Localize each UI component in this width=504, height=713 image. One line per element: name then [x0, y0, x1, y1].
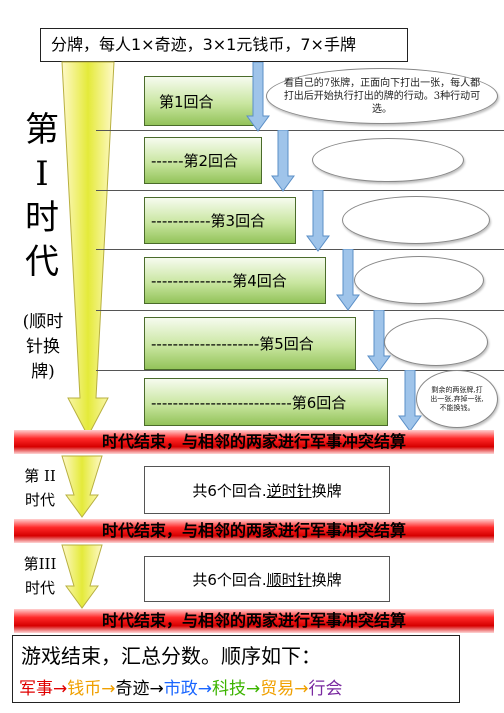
- era1-label: 第 I 时 代: [22, 108, 62, 284]
- era3-label-line: 时代: [24, 579, 55, 597]
- era3-direction: 顺时针: [266, 570, 312, 589]
- setup-box: 分牌，每人1×奇迹，3×1元钱币，7×手牌: [40, 28, 408, 62]
- round-1-box: 第1回合: [144, 76, 260, 126]
- round-6-label: --------------------------第6回合: [151, 393, 347, 412]
- round-2-label: ------第2回合: [151, 152, 239, 170]
- round-3-note-bubble: [342, 196, 490, 244]
- score-category: 贸易: [260, 679, 295, 699]
- era2-info-box: 共6个回合.逆时针换牌: [144, 466, 390, 514]
- era-end-banner-3: 时代结束，与相邻的两家进行军事冲突结算: [14, 609, 494, 633]
- round-divider: [96, 249, 504, 250]
- round-divider: [96, 310, 504, 311]
- era1-timeline-arrow: [61, 61, 115, 438]
- era3-label-line: 第III: [23, 555, 57, 573]
- score-category: 钱币: [67, 679, 102, 699]
- score-category: 奇迹: [115, 679, 150, 699]
- order-arrow-icon: →: [197, 679, 212, 699]
- round-5-label: --------------------第5回合: [151, 335, 314, 353]
- era3-label: 第III 时代: [14, 552, 66, 600]
- era1-direction-line: 牌): [31, 362, 55, 382]
- round-3-arrow: [306, 190, 330, 252]
- round-1-label: 第1回合: [159, 92, 214, 111]
- round-6-note-bubble: 剩余的两张牌,打出一张,弃掉一张,不能换钱。: [416, 370, 498, 428]
- round-1-note-bubble: 看自己的7张牌，正面向下打出一张，每人都打出后开始执行打出的牌的行动。3种行动可…: [266, 68, 498, 124]
- order-arrow-icon: →: [246, 679, 261, 699]
- score-category: 科技: [212, 679, 246, 699]
- game-end-box: 游戏结束，汇总分数。顺序如下： 军事→钱币→奇迹→市政→科技→贸易→行会: [12, 635, 460, 703]
- era1-label-char: 时: [25, 198, 59, 238]
- era1-direction-note: (顺时 针换 牌): [14, 310, 72, 385]
- round-2-note-bubble: [312, 138, 464, 182]
- order-arrow-icon: →: [101, 679, 116, 699]
- round-6-arrow: [398, 370, 422, 432]
- round-4-note-bubble: [354, 256, 484, 304]
- round-5-note-bubble: [384, 318, 488, 366]
- era1-label-char: 第: [25, 110, 59, 150]
- era2-timeline-arrow: [61, 455, 103, 518]
- era2-rounds-text: 共6个回合.: [192, 481, 267, 500]
- round-3-box: -----------第3回合: [144, 197, 296, 244]
- era2-direction: 逆时针: [266, 481, 312, 500]
- round-6-note: 剩余的两张牌,打出一张,弃掉一张,不能换钱。: [430, 385, 484, 412]
- order-arrow-icon: →: [53, 679, 68, 699]
- game-end-title: 游戏结束，汇总分数。顺序如下：: [21, 644, 321, 668]
- round-divider: [96, 190, 504, 191]
- round-5-arrow: [367, 310, 391, 372]
- era2-label-line: 时代: [24, 491, 55, 509]
- round-6-box: --------------------------第6回合: [144, 378, 388, 426]
- round-2-box: ------第2回合: [144, 137, 262, 184]
- round-1-arrow: [246, 62, 270, 132]
- era2-swap-text: 换牌: [311, 481, 342, 500]
- scoring-order: 军事→钱币→奇迹→市政→科技→贸易→行会: [19, 674, 343, 699]
- order-arrow-icon: →: [294, 679, 309, 699]
- era2-label-line: 第 II: [24, 467, 56, 485]
- round-4-box: ---------------第4回合: [144, 257, 326, 304]
- era1-label-char: I: [35, 154, 49, 194]
- era3-info-box: 共6个回合.顺时针换牌: [144, 556, 390, 602]
- era-end-banner-1: 时代结束，与相邻的两家进行军事冲突结算: [14, 430, 494, 454]
- era-end-banner-2: 时代结束，与相邻的两家进行军事冲突结算: [14, 519, 494, 543]
- score-category: 市政: [163, 679, 198, 699]
- round-divider: [96, 130, 504, 131]
- order-arrow-icon: →: [149, 679, 164, 699]
- era2-label: 第 II 时代: [16, 464, 64, 512]
- era3-rounds-text: 共6个回合.: [192, 570, 267, 589]
- round-3-label: -----------第3回合: [151, 212, 266, 230]
- era1-label-char: 代: [25, 242, 59, 282]
- round-5-box: --------------------第5回合: [144, 317, 356, 370]
- round-4-arrow: [336, 249, 360, 311]
- round-1-note: 看自己的7张牌，正面向下打出一张，每人都打出后开始执行打出的牌的行动。3种行动可…: [283, 77, 481, 115]
- era3-swap-text: 换牌: [311, 570, 342, 589]
- round-2-arrow: [271, 130, 295, 192]
- round-divider: [96, 370, 504, 371]
- era1-direction-line: (顺时: [22, 312, 64, 332]
- score-category: 行会: [308, 679, 343, 699]
- era3-timeline-arrow: [61, 544, 103, 609]
- score-category: 军事: [19, 679, 53, 699]
- era1-direction-line: 针换: [26, 337, 60, 357]
- round-4-label: ---------------第4回合: [151, 272, 287, 290]
